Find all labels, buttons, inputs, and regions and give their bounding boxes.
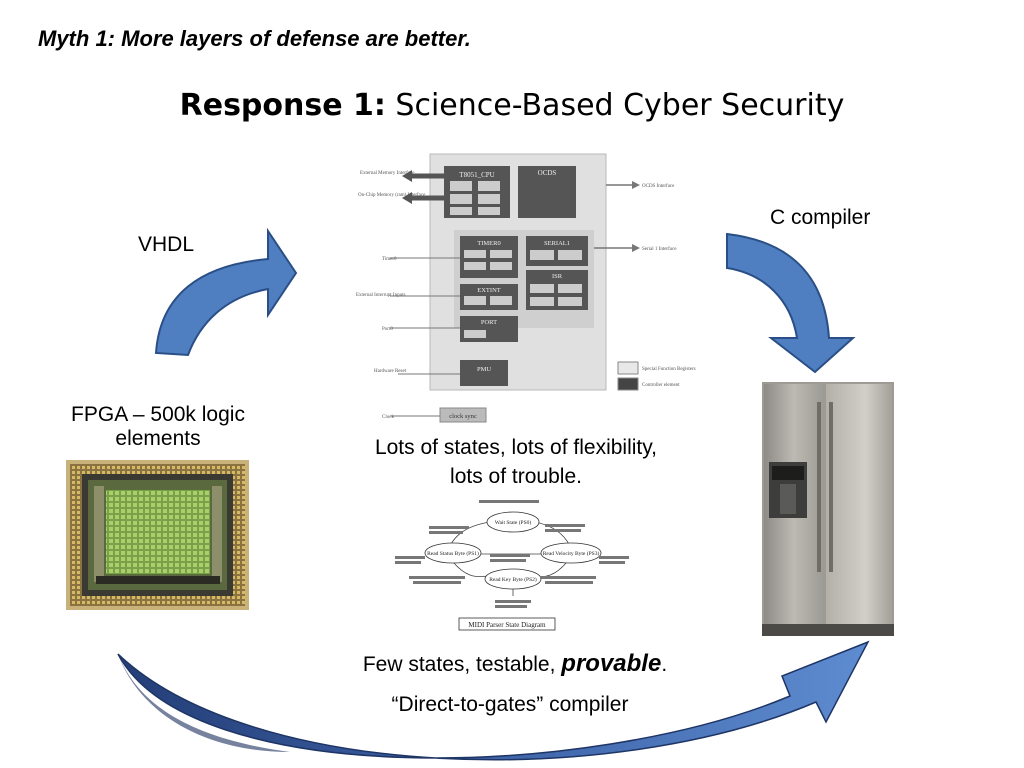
state-read-status: Read Status Byte (PS1) xyxy=(427,550,479,557)
c-compiler-arrow xyxy=(726,232,856,374)
fpga-chip-image xyxy=(66,460,249,610)
clock-sync-label: clock sync xyxy=(449,413,477,420)
vhdl-arrow xyxy=(154,227,298,357)
slide-title: Response 1: Science-Based Cyber Security xyxy=(0,88,1024,123)
cpu-left-label-6: Hardware Reset xyxy=(374,369,407,374)
port-block-label: PORT xyxy=(481,319,497,326)
cpu-block-diagram: T8051_CPU OCDS TIMER0 SERIAL1 EXTINT ISR… xyxy=(356,153,696,423)
refrigerator-image xyxy=(762,382,894,636)
title-rest: Science-Based Cyber Security xyxy=(385,88,845,123)
fpga-label-line2: elements xyxy=(115,427,201,450)
legend-controller-label: Controller element xyxy=(642,383,680,388)
cpu-left-label-5: Port0 xyxy=(382,327,393,332)
timer-block-label: TIMER0 xyxy=(477,240,500,247)
few-states-caption: Few states, testable, provable. xyxy=(300,650,730,678)
state-read-velocity: Read Velocity Byte (PS3) xyxy=(543,550,600,557)
myth-heading: Myth 1: More layers of defense are bette… xyxy=(38,26,471,51)
states-caption-line1: Lots of states, lots of flexibility, xyxy=(374,436,658,459)
cpu-left-label-3: Timer0 xyxy=(382,257,397,262)
title-bold: Response 1: xyxy=(179,88,386,123)
state-read-key: Read Key Byte (PS2) xyxy=(489,576,537,583)
pmu-block-label: PMU xyxy=(477,366,491,373)
fpga-label: FPGA – 500k logic elements xyxy=(40,403,276,451)
cpu-left-label-4: External Interrupt Inputs xyxy=(356,293,405,298)
cpu-left-label-1: External Memory Interface xyxy=(360,171,415,176)
few-states-post: . xyxy=(661,653,668,676)
isr-block-label: ISR xyxy=(552,273,563,280)
midi-state-diagram: Wait State (PS0) Read Status Byte (PS1) … xyxy=(395,500,629,631)
vhdl-label: VHDL xyxy=(138,233,195,256)
extint-block-label: EXTINT xyxy=(477,287,500,294)
cpu-right-label-2: Serial 1 Interface xyxy=(642,247,677,252)
fpga-label-line1: FPGA – 500k logic xyxy=(71,403,245,426)
ocds-block-label: OCDS xyxy=(538,169,557,177)
few-states-pre: Few states, testable, xyxy=(362,653,562,676)
state-wait: Wait State (PS0) xyxy=(495,519,532,526)
cpu-left-label-2: On-Chip Memory (ram) Interface xyxy=(358,193,426,198)
direct-to-gates-arrow xyxy=(117,640,870,761)
states-caption-line2: lots of trouble. xyxy=(450,465,582,488)
cpu-right-label-1: OCDS Interface xyxy=(642,184,675,189)
cpu-left-label-7: Clock xyxy=(382,415,394,420)
legend-sfr-label: Special Function Registers xyxy=(642,367,696,372)
cpu-block-label: T8051_CPU xyxy=(459,171,494,179)
c-compiler-label: C compiler xyxy=(770,206,871,229)
few-states-emph: provable xyxy=(561,650,662,677)
states-caption: Lots of states, lots of flexibility, lot… xyxy=(330,436,702,489)
direct-to-gates-label: “Direct-to-gates” compiler xyxy=(391,693,629,716)
state-diagram-caption: MIDI Parser State Diagram xyxy=(468,621,546,629)
serial-block-label: SERIAL1 xyxy=(544,240,570,247)
